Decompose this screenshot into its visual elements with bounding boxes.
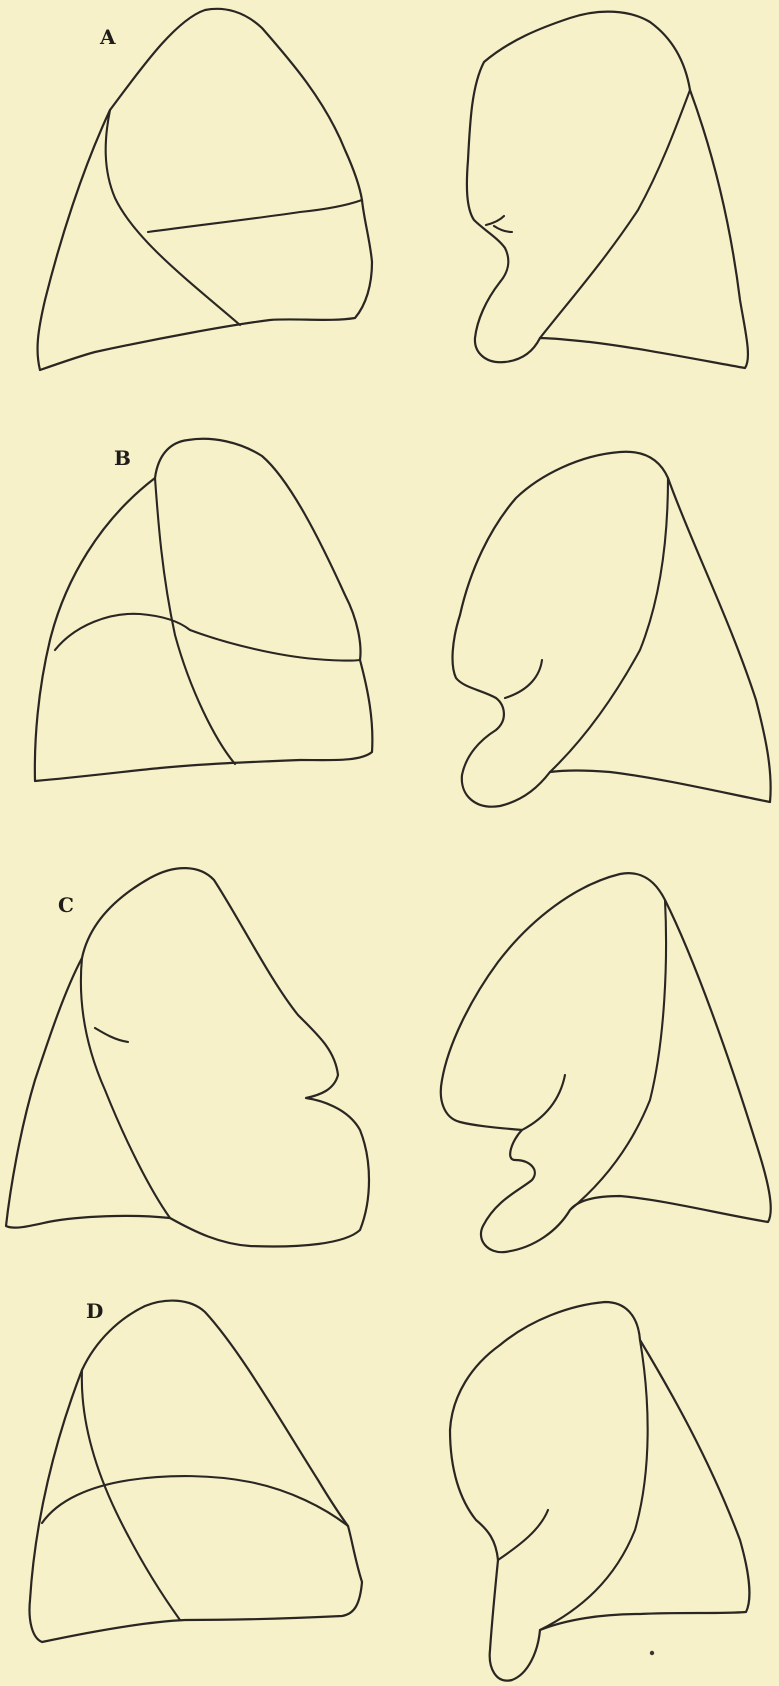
panel-b-right-lung xyxy=(35,439,373,781)
panel-c-oblique-fissure xyxy=(81,958,170,1218)
panel-b-left-lung xyxy=(453,452,771,807)
panel-a-right-lung-outline xyxy=(38,9,372,370)
panel-d-left-lung-outline xyxy=(450,1302,749,1681)
panel-a-left-lung xyxy=(467,12,748,368)
panel-d-label: D xyxy=(86,1299,103,1323)
panel-c-hilum-notch xyxy=(522,1075,565,1130)
panel-c-label: C xyxy=(58,893,74,917)
panel-d-horizontal-fissure xyxy=(42,1476,348,1526)
panel-a-oblique-fissure xyxy=(540,90,690,338)
panel-c-oblique-fissure xyxy=(570,900,666,1210)
panel-a-left-lung-outline xyxy=(467,12,748,368)
panel-b: B xyxy=(35,439,771,807)
panel-b-oblique-fissure xyxy=(155,478,235,764)
panel-b-right-lung-outline xyxy=(35,439,373,781)
panel-d: D xyxy=(30,1299,750,1681)
panel-d-hilum-notch xyxy=(498,1510,548,1560)
panel-a-right-lung xyxy=(38,9,372,370)
panel-d-right-lung-outline xyxy=(30,1301,363,1642)
panel-d-right-lung xyxy=(30,1301,363,1642)
ink-speck xyxy=(650,1651,654,1655)
panel-b-hilum-notch xyxy=(505,660,542,698)
panel-c-left-lung xyxy=(441,873,771,1252)
panel-a-oblique-fissure xyxy=(106,110,240,325)
panel-b-oblique-fissure xyxy=(550,478,668,772)
panel-c-right-lung-outline xyxy=(6,868,369,1246)
panel-b-horizontal-fissure xyxy=(55,614,360,661)
panel-d-left-lung xyxy=(450,1302,749,1681)
panel-d-oblique-fissure xyxy=(540,1340,648,1630)
panel-c-right-lung xyxy=(6,868,369,1246)
panel-b-label: B xyxy=(114,446,131,470)
panel-b-left-lung-outline xyxy=(453,452,771,807)
panel-a-horizontal-fissure xyxy=(148,200,362,232)
panel-a-label: A xyxy=(99,25,116,49)
panel-d-oblique-fissure xyxy=(82,1370,180,1620)
panel-a-hilum-notch xyxy=(486,216,512,232)
panel-a: A xyxy=(38,9,748,370)
panel-c-partial-fissure xyxy=(95,1028,128,1042)
panel-c-left-lung-outline xyxy=(441,873,771,1252)
panel-c: C xyxy=(6,868,771,1252)
